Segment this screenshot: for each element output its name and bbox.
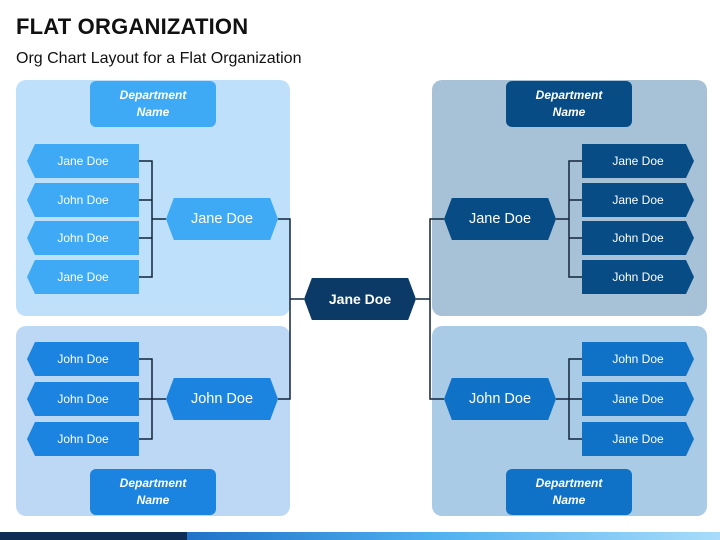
department-label-bottom-left: Department Name (90, 469, 216, 515)
member-box: John Doe (582, 221, 694, 255)
connector-right-center (416, 218, 444, 400)
connector-top-left (139, 160, 166, 278)
manager-box-top-left: Jane Doe (166, 198, 278, 240)
manager-box-top-right: Jane Doe (444, 198, 556, 240)
member-box: John Doe (582, 260, 694, 294)
member-box: Jane Doe (27, 144, 139, 178)
member-box: John Doe (27, 382, 139, 416)
manager-box-bottom-left: John Doe (166, 378, 278, 420)
member-box: John Doe (27, 221, 139, 255)
member-box: John Doe (27, 342, 139, 376)
member-box: John Doe (582, 342, 694, 376)
connector-bottom-left (139, 358, 166, 440)
department-label-top-left: Department Name (90, 81, 216, 127)
member-box: Jane Doe (582, 183, 694, 217)
connector-bottom-right (556, 358, 582, 440)
page-subtitle: Org Chart Layout for a Flat Organization (16, 50, 302, 67)
member-box: John Doe (27, 183, 139, 217)
manager-box-bottom-right: John Doe (444, 378, 556, 420)
department-label-top-right: Department Name (506, 81, 632, 127)
center-head-box: Jane Doe (304, 278, 416, 320)
member-box: Jane Doe (582, 144, 694, 178)
member-box: Jane Doe (582, 382, 694, 416)
decorative-bottom-bar (0, 532, 720, 540)
department-label-bottom-right: Department Name (506, 469, 632, 515)
page-title: FLAT ORGANIZATION (16, 14, 249, 39)
member-box: Jane Doe (27, 260, 139, 294)
member-box: Jane Doe (582, 422, 694, 456)
connector-left-center (278, 218, 304, 400)
connector-top-right (556, 160, 582, 278)
member-box: John Doe (27, 422, 139, 456)
